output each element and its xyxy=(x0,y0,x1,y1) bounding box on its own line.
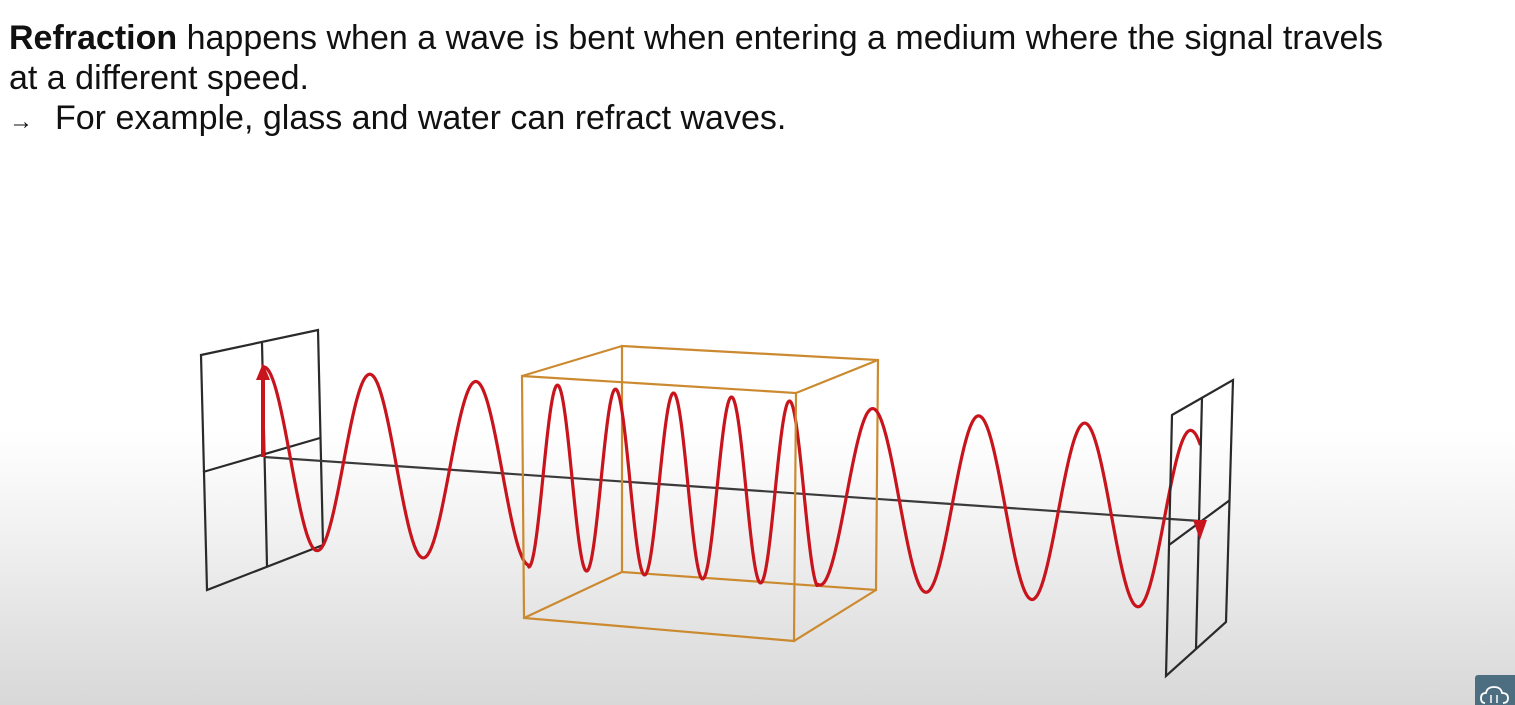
definition-paragraph: Refraction happens when a wave is bent w… xyxy=(9,18,1504,58)
propagation-axis xyxy=(263,455,1201,523)
field-vector-arrow xyxy=(256,363,270,457)
definition-line-2: at a different speed. xyxy=(9,59,309,97)
wave-curve xyxy=(262,365,1202,609)
example-line: → For example, glass and water can refrac… xyxy=(9,98,1504,142)
description-text: Refraction happens when a wave is bent w… xyxy=(9,18,1504,142)
right-arrow-icon: → xyxy=(9,108,33,135)
definition-line-1: happens when a wave is bent when enterin… xyxy=(177,19,1383,57)
medium-box-front xyxy=(520,358,879,643)
wave-end-arrowhead xyxy=(1193,520,1207,540)
example-text: For example, glass and water can refract… xyxy=(55,99,787,137)
cloud-icon xyxy=(1475,675,1515,705)
refraction-term: Refraction xyxy=(9,19,178,57)
